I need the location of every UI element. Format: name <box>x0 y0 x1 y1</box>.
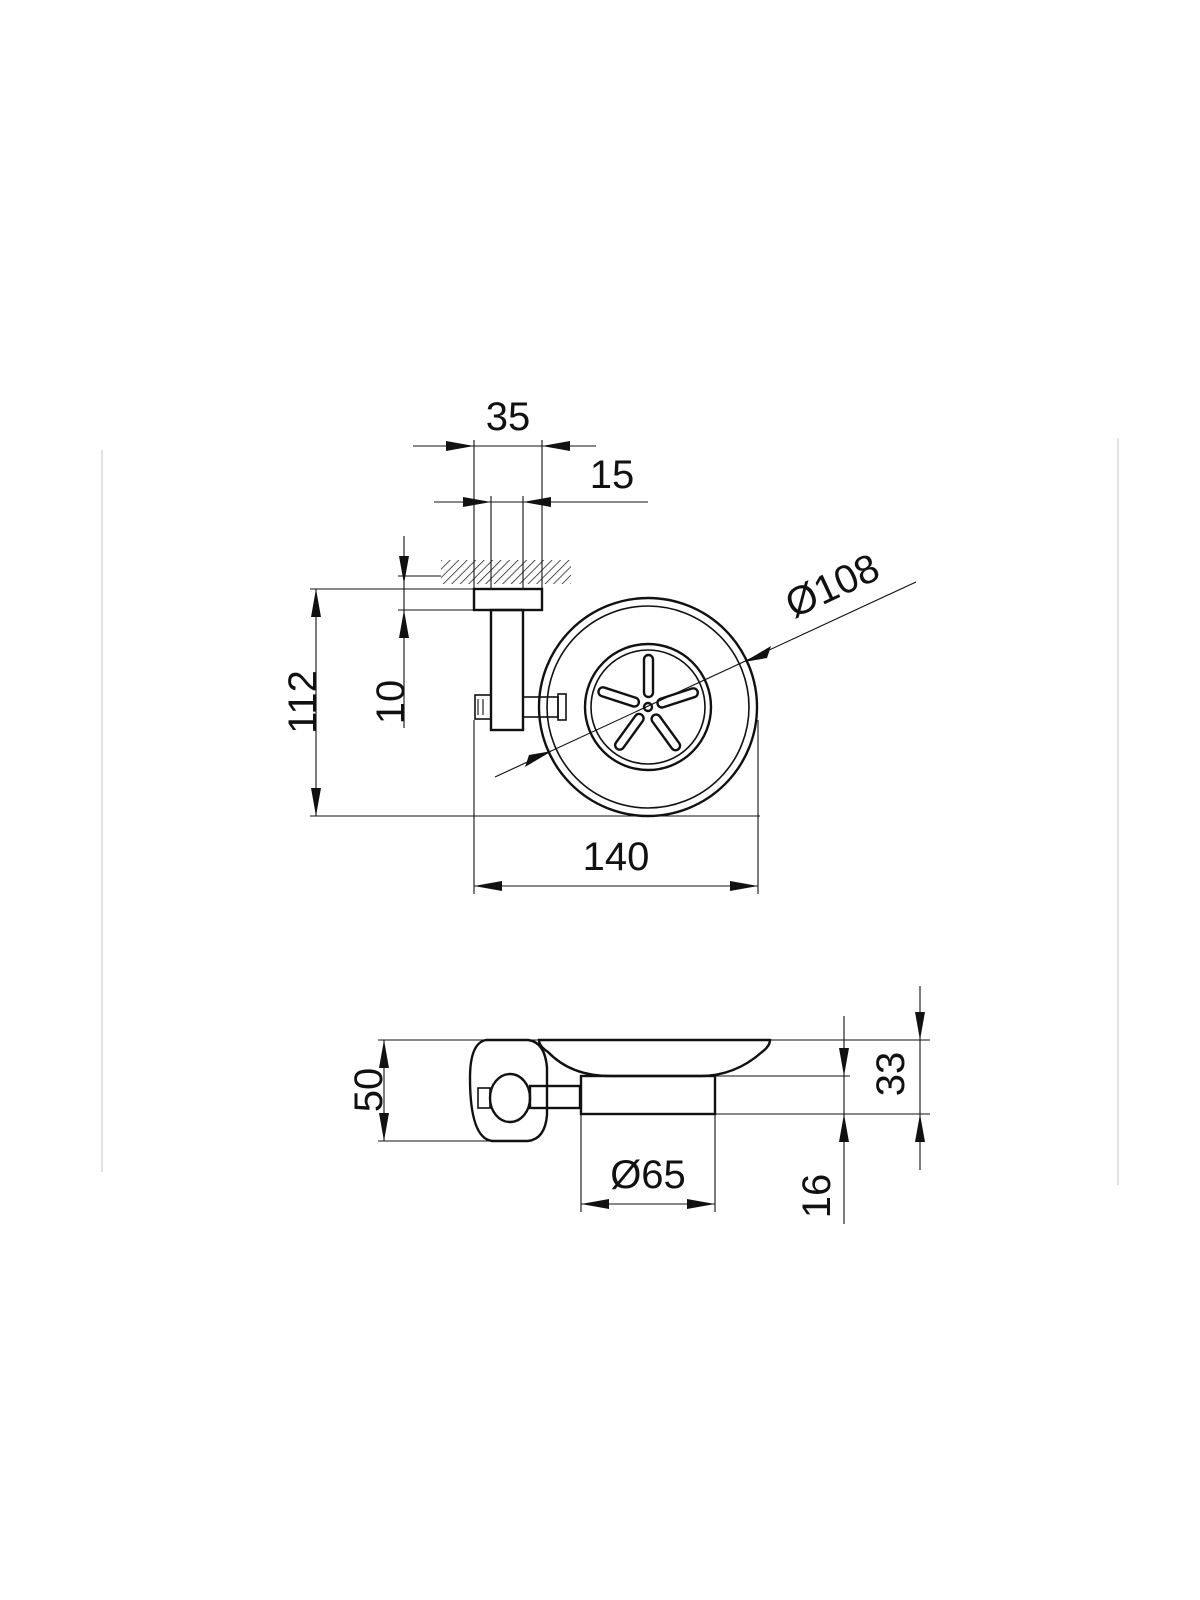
dim-108-label: Ø108 <box>779 546 886 627</box>
dim-10-label: 10 <box>369 680 413 725</box>
dim-35-label: 35 <box>486 395 531 439</box>
dim-33: 33 <box>715 986 930 1170</box>
dim-15: 15 <box>434 453 648 589</box>
rosette-knob <box>488 1072 532 1124</box>
dim-35: 35 <box>413 395 596 589</box>
dim-16-label: 16 <box>795 1174 839 1219</box>
soap-dish-grid-inner <box>590 649 706 765</box>
wall-hatch <box>441 560 571 584</box>
dim-112-label: 112 <box>281 670 325 734</box>
ring-connector <box>522 696 559 718</box>
top-view: 35 15 Ø108 112 <box>281 395 917 894</box>
dim-16: 16 <box>715 1016 850 1224</box>
dim-50: 50 <box>347 1039 539 1142</box>
dim-65-label: Ø65 <box>610 1153 686 1197</box>
dim-15-label: 15 <box>590 453 635 497</box>
dim-50-label: 50 <box>347 1068 391 1113</box>
dim-112: 112 <box>281 588 760 817</box>
dim-diameter-65: Ø65 <box>580 1114 716 1212</box>
dim-33-label: 33 <box>869 1052 913 1097</box>
drain-slots <box>597 653 700 752</box>
soap-dish-profile <box>537 1038 772 1078</box>
side-view: 50 33 16 Ø65 <box>347 986 930 1224</box>
soap-dish-inner-ring <box>546 605 750 809</box>
side-arm <box>528 1084 582 1110</box>
set-screw <box>474 694 492 720</box>
holder-cylinder <box>579 1074 717 1116</box>
dim-140-label: 140 <box>583 835 650 879</box>
support-arm <box>489 608 525 732</box>
mounting-base <box>472 587 544 612</box>
dim-10: 10 <box>369 536 474 728</box>
knob-screw <box>477 1087 491 1109</box>
dim-140: 140 <box>473 720 759 894</box>
drain-center <box>642 701 654 713</box>
wall-rosette <box>468 1038 549 1143</box>
soap-dish-grid-outer <box>583 642 713 772</box>
soap-dish-outer-ring <box>537 596 759 818</box>
